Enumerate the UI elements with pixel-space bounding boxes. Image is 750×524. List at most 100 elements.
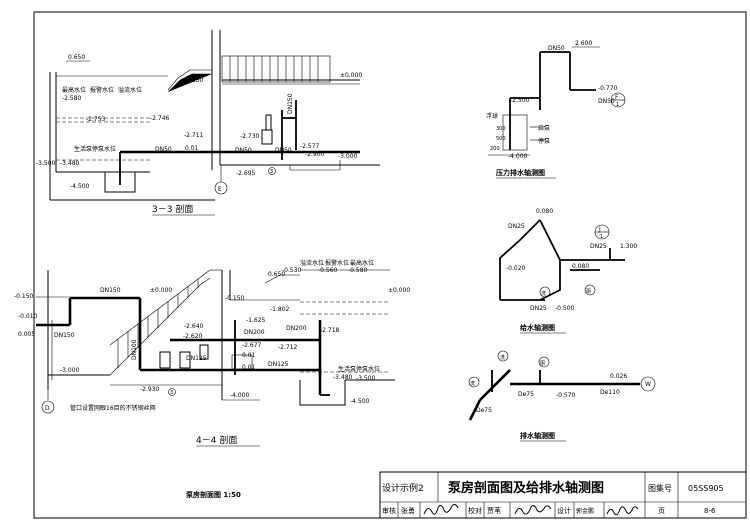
supply-iso: J 1 0.080 DN25 DN25 1.300 0.080 -0.020 D… bbox=[499, 208, 637, 334]
elev-label: -2.718 bbox=[320, 327, 340, 334]
detail-marker: 3 bbox=[170, 390, 173, 396]
elev-label: -2.695 bbox=[236, 170, 256, 177]
pipe-label: DN50 bbox=[275, 147, 292, 154]
elev-label: -4.500 bbox=[350, 398, 370, 405]
main-title: 泵房剖面图及给排水轴测图 bbox=[448, 480, 604, 496]
elev-label: -2.753 bbox=[86, 116, 106, 123]
elev-label: -2.900 bbox=[305, 151, 325, 158]
elev-label: ±0.000 bbox=[340, 72, 362, 79]
elev-label: 2.600 bbox=[575, 40, 592, 47]
pressure-title: 压力排水轴测图 bbox=[496, 168, 545, 177]
fixture-label: 厕 bbox=[540, 361, 545, 367]
elev-label: -3.480 bbox=[60, 160, 80, 167]
pipe-label: DN200 bbox=[286, 325, 307, 332]
elev-label: -0.150 bbox=[14, 293, 34, 300]
pipe-label: DN150 bbox=[54, 332, 75, 339]
elev-label: -2.711 bbox=[184, 132, 204, 139]
level-label: 报警水位 bbox=[325, 259, 349, 267]
check-label: 校对 bbox=[468, 506, 482, 515]
pressure-drain-iso: DN50 2.600 -0.770 DN50 F 1 -2.500 浮球 启泵 … bbox=[486, 40, 626, 179]
elev-label: 0.005 bbox=[18, 331, 35, 338]
elev-label: -0.530 bbox=[282, 267, 302, 274]
page-label: 页 bbox=[658, 507, 665, 515]
level-label: 最高水位 bbox=[350, 259, 374, 267]
fixture-label: 厕 bbox=[586, 289, 591, 295]
designer-name: 郭金鹏 bbox=[576, 507, 594, 515]
axis-marker: 1 bbox=[616, 102, 619, 108]
elev-label: -0.570 bbox=[556, 392, 576, 399]
elev-label: -0.500 bbox=[555, 305, 575, 312]
elev-label: -0.770 bbox=[598, 85, 618, 92]
atlas-label: 图集号 bbox=[648, 483, 672, 493]
elev-label: 0.650 bbox=[268, 271, 285, 278]
elev-label: -2.620 bbox=[183, 333, 203, 340]
drain-title: 排水轴测图 bbox=[520, 431, 555, 440]
pipe-label: De110 bbox=[600, 389, 620, 396]
section-title: 4－4 剖面 bbox=[196, 434, 237, 446]
pipe-label: DN100 bbox=[131, 339, 138, 360]
level-label: 报警水位 bbox=[90, 86, 114, 94]
elev-label: -2.712 bbox=[278, 344, 298, 351]
elev-label: 0.026 bbox=[610, 373, 627, 380]
section-title: 3－3 剖面 bbox=[152, 203, 193, 215]
level-label: 浮球 bbox=[486, 112, 498, 120]
axis-marker: 1 bbox=[600, 234, 603, 240]
axis-marker: E bbox=[218, 186, 222, 193]
pipe-label: DN150 bbox=[100, 287, 121, 294]
pipe-label: DN150 bbox=[287, 93, 294, 114]
elev-label: -3.500 bbox=[36, 160, 56, 167]
elev-label: -3.000 bbox=[60, 367, 80, 374]
level-label: 溢流水位 bbox=[118, 86, 142, 94]
fixture-label: 洗 bbox=[470, 380, 475, 387]
elev-label: -0.150 bbox=[184, 77, 204, 84]
elev-label: -3.500 bbox=[356, 375, 376, 382]
elev-label: -3.000 bbox=[338, 153, 358, 160]
fixture-label: 洗 bbox=[500, 354, 505, 361]
pipe-label: DN50 bbox=[598, 98, 615, 105]
level-label: 停泵 bbox=[538, 137, 550, 145]
elev-label: -0.020 bbox=[506, 265, 526, 272]
elev-label: -3.480 bbox=[333, 374, 353, 381]
pipe-label: DN125 bbox=[268, 361, 289, 368]
elev-label: ±0.000 bbox=[150, 287, 172, 294]
elev-label: -4.500 bbox=[70, 183, 90, 190]
supply-title: 给水轴测图 bbox=[520, 323, 555, 332]
level-label: 启泵 bbox=[538, 124, 550, 132]
elev-label: -2.677 bbox=[242, 342, 262, 349]
elev-label: -2.577 bbox=[300, 143, 320, 150]
elev-label: -0.560 bbox=[318, 267, 338, 274]
dim-label: 200 bbox=[490, 146, 500, 152]
section-4-4: -0.150 -0.010 0.005 DN150 DN150 ±0.000 -… bbox=[14, 259, 410, 499]
elev-label: -4.000 bbox=[508, 153, 528, 160]
elev-label: ±0.000 bbox=[388, 287, 410, 294]
slope-label: 0.01 bbox=[185, 145, 199, 152]
elev-label: -1.802 bbox=[270, 306, 290, 313]
axis-marker: D bbox=[45, 405, 50, 412]
elev-label: -4.000 bbox=[230, 392, 250, 399]
pipe-label: DN25 bbox=[508, 223, 525, 230]
level-label: 溢流水位 bbox=[300, 259, 324, 267]
elev-label: -2.500 bbox=[510, 97, 530, 104]
atlas-number: 05SS905 bbox=[688, 484, 724, 493]
slope-label: 0.01 bbox=[242, 352, 256, 359]
pipe-label: DN125 bbox=[186, 355, 207, 362]
review-label: 审核 bbox=[382, 506, 396, 515]
page-number: 8-6 bbox=[704, 507, 716, 515]
note-text: 管口设置网眼16目的不锈钢丝网 bbox=[70, 404, 156, 412]
elev-label: -2.640 bbox=[184, 323, 204, 330]
slope-label: 0.01 bbox=[242, 364, 256, 371]
checker-signature bbox=[514, 505, 552, 515]
dim-label: 500 bbox=[496, 136, 506, 142]
pipe-label: DN50 bbox=[155, 146, 172, 153]
reviewer-name: 张勇 bbox=[401, 506, 415, 515]
elev-label: -0.150 bbox=[225, 295, 245, 302]
fixture-label: 洗 bbox=[541, 290, 546, 297]
pipe-label: DN25 bbox=[590, 243, 607, 250]
elev-label: 0.080 bbox=[572, 263, 589, 270]
example-label: 设计示例2 bbox=[382, 482, 424, 494]
pipe-label: DN200 bbox=[244, 329, 265, 336]
drain-iso: W 洗 厕 洗 0.026 De75 -0.570 De110 De75 排水轴… bbox=[468, 350, 656, 442]
axis-marker: W bbox=[645, 381, 651, 388]
